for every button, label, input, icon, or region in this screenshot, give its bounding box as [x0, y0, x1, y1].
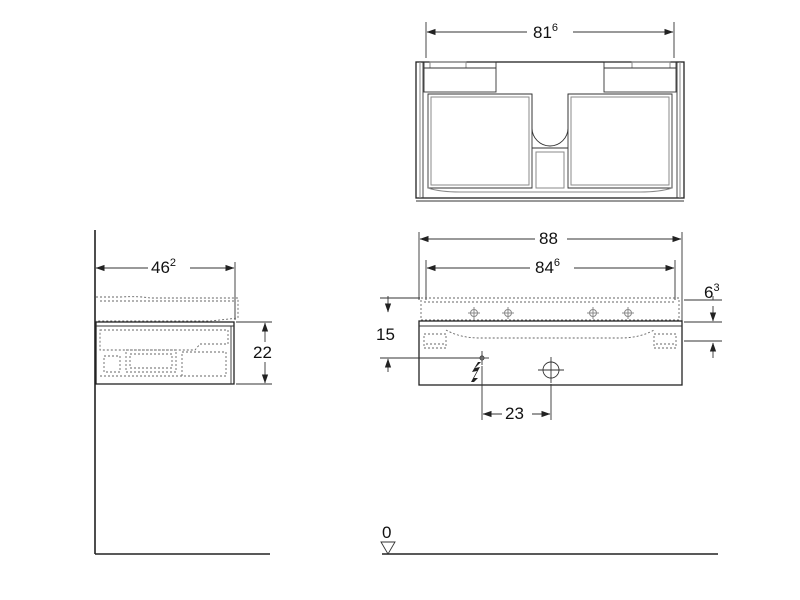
front-left-height-label: 15	[376, 325, 395, 344]
floor-level-label: 0	[382, 523, 391, 542]
waste-connection-symbol	[538, 357, 564, 383]
top-view: 816	[415, 20, 685, 202]
side-view-cabinet	[95, 321, 235, 385]
fixing-symbols	[468, 307, 634, 319]
front-overall-width-label: 88	[539, 229, 558, 248]
top-view-cabinet-outline	[415, 61, 685, 199]
siphon-cutout	[531, 94, 569, 147]
front-top-offset-label: 63	[704, 282, 720, 302]
front-inner-width-label: 846	[535, 257, 560, 277]
connection-spacing-label: 23	[505, 404, 524, 423]
lightning-icon	[470, 362, 481, 386]
floor-level-triangle-icon	[380, 541, 396, 555]
electric-connection-symbol	[475, 351, 489, 365]
front-view-cabinet	[418, 320, 683, 386]
side-depth-label: 462	[151, 257, 176, 277]
side-view: 462 22	[94, 230, 280, 555]
front-view: 88 846 63	[376, 228, 722, 555]
top-width-label: 816	[533, 22, 558, 42]
side-height-label: 22	[253, 343, 272, 362]
